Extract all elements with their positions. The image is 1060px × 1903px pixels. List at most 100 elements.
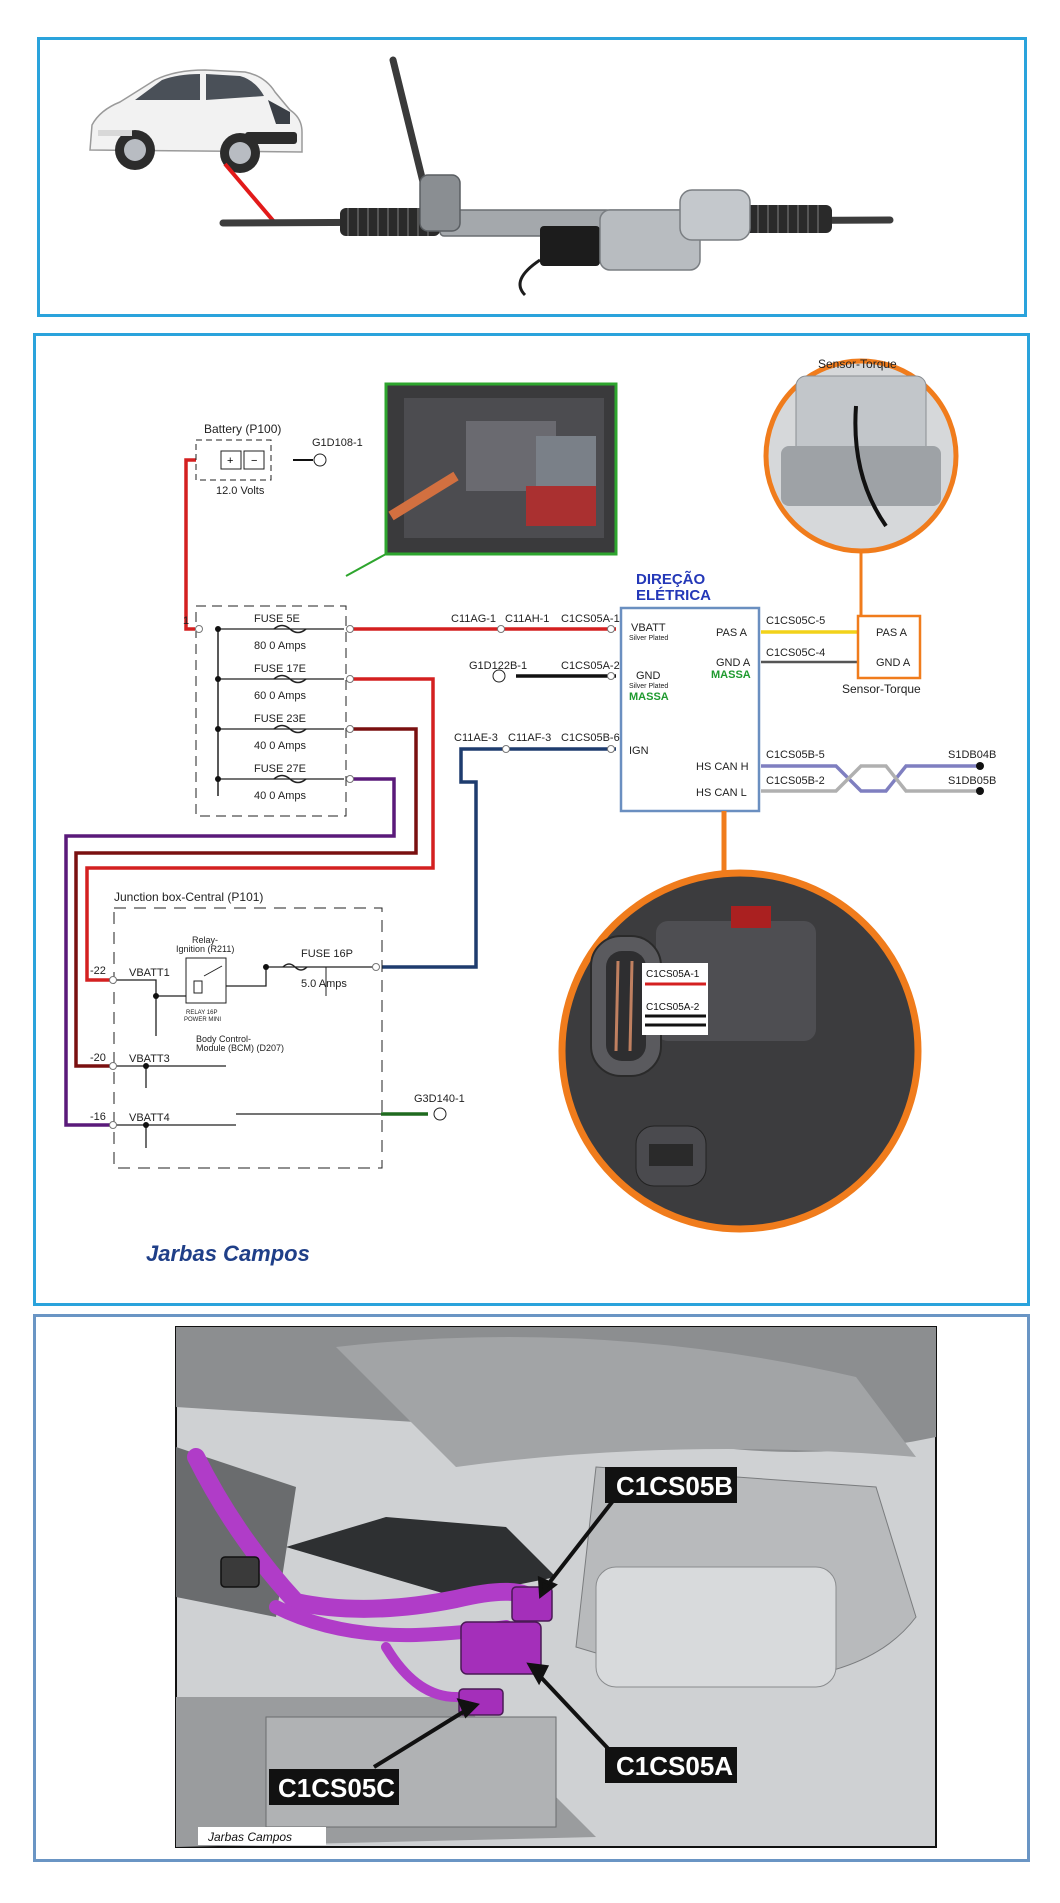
ign-pin: IGN [629, 745, 649, 757]
ground-icon [313, 453, 327, 467]
callout-c1cs05b: C1CS05B [605, 1467, 737, 1503]
fuse-box: 1 FUSE 5E 80 0 Amps FUSE 17E 60 0 Amps F… [183, 605, 354, 817]
gnd-a-pin: GND A [716, 657, 751, 669]
vbatt-sub: Silver Plated [629, 635, 668, 642]
pin-22: -22 [90, 965, 106, 977]
c1cs05a2-label: C1CS05A-2 [561, 660, 620, 672]
pin-16: -16 [90, 1111, 106, 1123]
junction-ground-label: G3D140-1 [414, 1093, 465, 1105]
fuse-symbols [218, 624, 344, 784]
vbatt1-label: VBATT1 [129, 967, 170, 979]
watermark-small: Jarbas Campos [207, 1830, 292, 1844]
junction-ground-icon [433, 1107, 447, 1121]
vbatt3-label: VBATT3 [129, 1053, 170, 1065]
hs-can-h-pin: HS CAN H [696, 761, 749, 773]
relay-sub-2: POWER MINI [184, 1017, 221, 1023]
fuse16-rating: 5.0 Amps [301, 978, 347, 990]
hs-can-l-pin: HS CAN L [696, 787, 747, 799]
junction-title: Junction box-Central (P101) [114, 890, 263, 904]
callout-c-text: C1CS05C [278, 1773, 395, 1803]
ign-wire [382, 747, 616, 969]
pin-20: -20 [90, 1052, 106, 1064]
zoom-label-a2: C1CS05A-2 [646, 1002, 700, 1013]
module-title-1: DIREÇÃO [636, 570, 706, 588]
fuse-23e-rating: 40 0 Amps [254, 740, 306, 752]
massa-right: MASSA [711, 669, 751, 681]
battery-symbol: Battery (P100) + − 12.0 Volts G1D108-1 [195, 422, 363, 497]
bcm-line-1: Body Control- [196, 1034, 251, 1044]
steering-module: DIREÇÃO ELÉTRICA VBATT Silver Plated GND… [619, 570, 761, 876]
callout-a-text: C1CS05A [616, 1751, 733, 1781]
c1cs05c5-label: C1CS05C-5 [766, 615, 825, 627]
gnd-sub: Silver Plated [629, 683, 668, 690]
fuse16-name: FUSE 16P [301, 948, 353, 960]
pas-a-pin: PAS A [716, 627, 748, 639]
bcm-line-2: Module (BCM) (D207) [196, 1043, 284, 1053]
fuse-5e-rating: 80 0 Amps [254, 640, 306, 652]
s1db04b-label: S1DB04B [948, 749, 996, 761]
c1cs05a1-label: C1CS05A-1 [561, 613, 620, 625]
wires [64, 458, 980, 1127]
relay-line-1: Relay- [192, 935, 218, 945]
battery-feed-wire [184, 458, 196, 631]
steering-rack-image [219, 56, 894, 297]
harness-illustration: C1CS05B C1CS05A C1CS05C Jarbas Campos [175, 1326, 937, 1848]
vbatt-pin: VBATT [631, 622, 666, 634]
gnd-pin: GND [636, 670, 661, 682]
harness-photo-panel: C1CS05B C1CS05A C1CS05C Jarbas Campos [33, 1314, 1030, 1862]
battery-volts: 12.0 Volts [216, 485, 265, 497]
junction-box: Junction box-Central (P101) -22 -20 -16 … [90, 890, 465, 1169]
sensor-photo-title: Sensor-Torque [818, 357, 897, 371]
fuse-box-photo [345, 382, 618, 577]
module-title-2: ELÉTRICA [636, 587, 711, 604]
callout-c1cs05a: C1CS05A [605, 1747, 737, 1783]
pointer-line [223, 162, 278, 226]
callout-arrows [372, 1495, 618, 1769]
watermark-text: Jarbas Campos [146, 1241, 310, 1266]
callout-b-text: C1CS05B [616, 1471, 733, 1501]
c1cs05b5-label: C1CS05B-5 [766, 749, 825, 761]
sensor-label: Sensor-Torque [842, 682, 921, 696]
fuse-17e-name: FUSE 17E [254, 663, 306, 675]
c11ae-label: C11AE-3 [454, 732, 498, 744]
rack-photo-panel [37, 37, 1027, 317]
rack-illustration [89, 56, 894, 297]
can-l-wire [761, 764, 980, 793]
relay-line-2: Ignition (R211) [176, 944, 234, 954]
torque-sensor: Sensor-Torque PAS A GND A Sensor-Torque [763, 357, 959, 696]
g1d122b-label: G1D122B-1 [469, 660, 527, 672]
fuse23-wire [74, 727, 418, 1068]
wiring-diagram: Battery (P100) + − 12.0 Volts G1D108-1 1… [64, 357, 996, 1266]
relay-sub-1: RELAY 16P [186, 1010, 217, 1016]
can-h-wire [761, 764, 980, 793]
battery-title: Battery (P100) [204, 422, 281, 436]
minus-icon: − [251, 455, 257, 467]
fuse-27e-name: FUSE 27E [254, 763, 306, 775]
module-ground-icon [492, 669, 506, 683]
c1cs05c4-label: C1CS05C-4 [766, 647, 825, 659]
c11ah-label: C11AH-1 [505, 613, 549, 625]
s1db05b-label: S1DB05B [948, 775, 996, 787]
battery-ground-label: G1D108-1 [312, 437, 363, 449]
c11ag-label: C11AG-1 [451, 613, 496, 625]
connector-zoom-photo: C1CS05A-1 C1CS05A-2 [558, 869, 922, 1233]
plus-icon: + [227, 455, 233, 467]
connectors-render [220, 1556, 553, 1716]
sensor-gnd-a: GND A [876, 657, 911, 669]
fuse-5e-name: FUSE 5E [254, 613, 300, 625]
car-image [89, 69, 303, 173]
fuse27-wire [64, 777, 396, 1127]
massa-left: MASSA [629, 691, 669, 703]
fuse-17e-rating: 60 0 Amps [254, 690, 306, 702]
sensor-pas-a: PAS A [876, 627, 908, 639]
c1cs05b2-label: C1CS05B-2 [766, 775, 825, 787]
c11af-label: C11AF-3 [508, 732, 551, 744]
fuse-23e-name: FUSE 23E [254, 713, 306, 725]
fuse-27e-rating: 40 0 Amps [254, 790, 306, 802]
zoom-label-a1: C1CS05A-1 [646, 969, 700, 980]
pin-1-label: 1 [183, 615, 189, 627]
vbatt4-label: VBATT4 [129, 1112, 170, 1124]
fuse17-wire [85, 677, 435, 982]
c1cs05b6-label: C1CS05B-6 [561, 732, 620, 744]
wiring-diagram-panel: Battery (P100) + − 12.0 Volts G1D108-1 1… [33, 333, 1030, 1306]
